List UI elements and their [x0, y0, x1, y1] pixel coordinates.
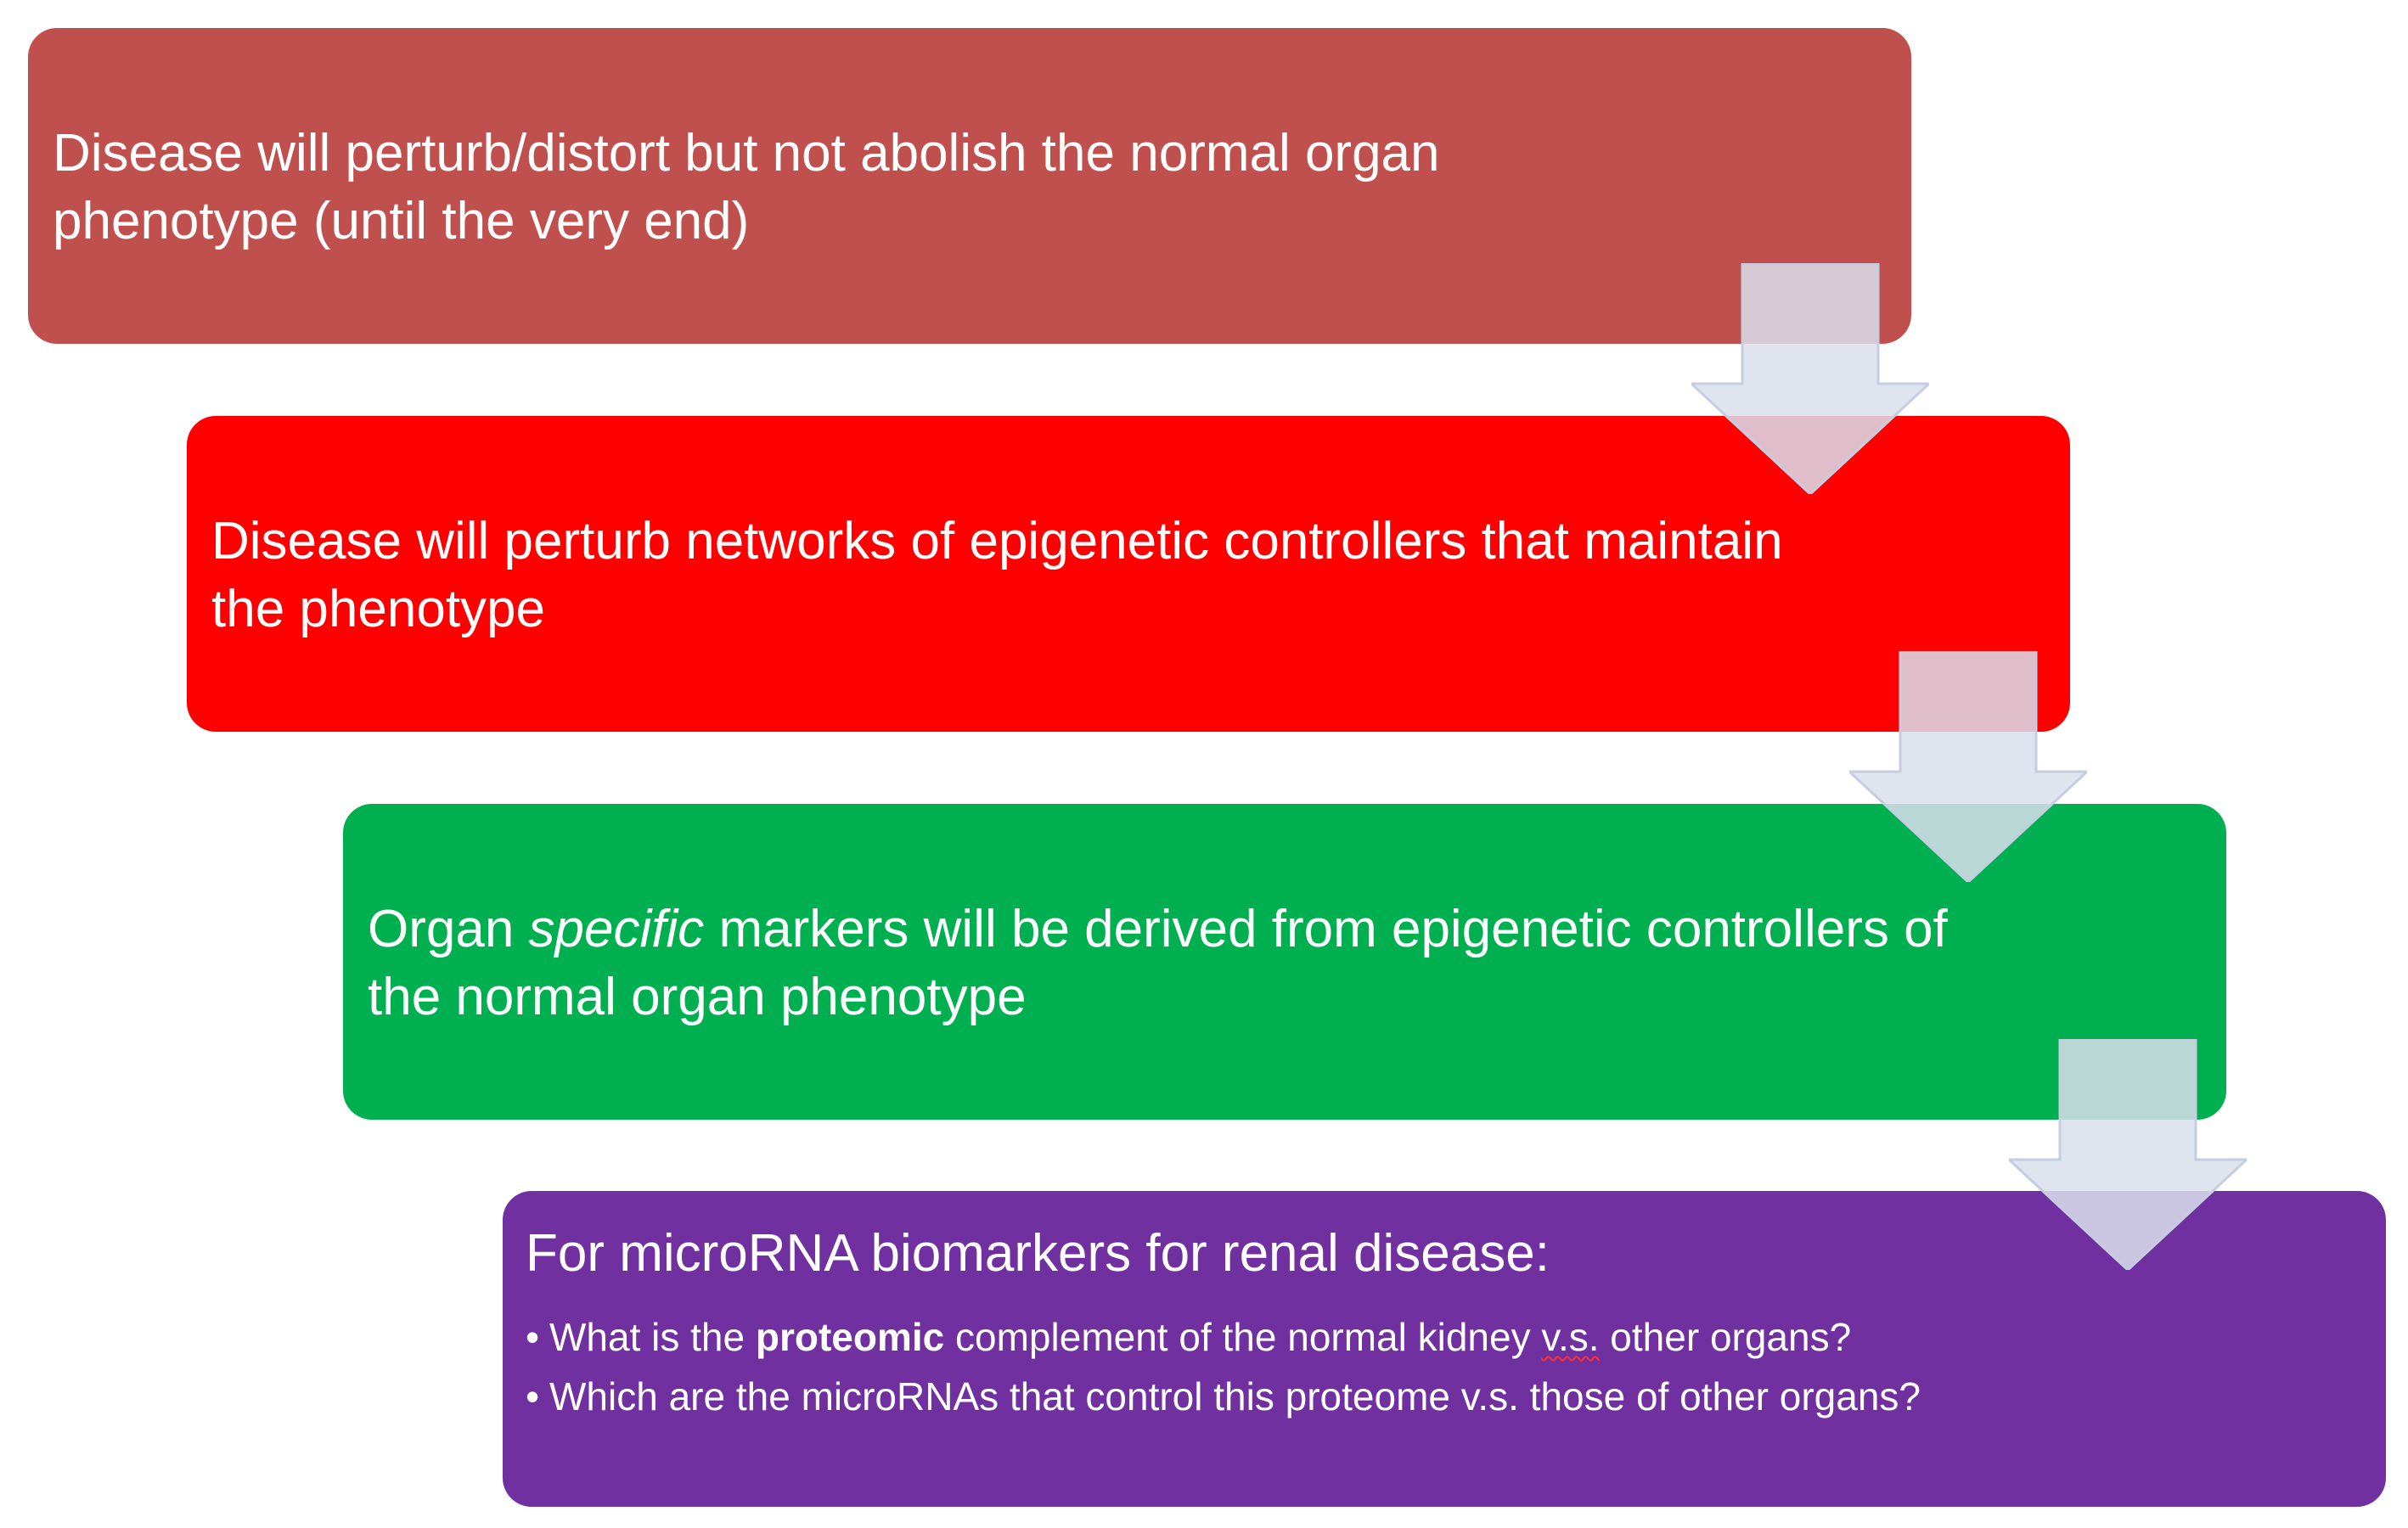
bullet-1-end: other organs?: [1599, 1315, 1852, 1359]
bullet-1-spellcheck-mark: v.s.: [1541, 1315, 1600, 1359]
bullet-1-middle: complement of the normal kidney: [944, 1315, 1542, 1359]
bullet-1-bold: proteomic: [755, 1315, 945, 1359]
down-arrow-icon: [1849, 651, 2087, 882]
down-arrow-icon: [2009, 1039, 2247, 1270]
step-1-text: Disease will perturb/distort but not abo…: [53, 124, 1440, 250]
bullet-1-start: What is the: [549, 1315, 756, 1359]
step-box-2: Disease will perturb networks of epigene…: [187, 416, 2070, 732]
step-3-text-start: Organ: [368, 900, 529, 958]
step-4-heading: For microRNA biomarkers for renal diseas…: [526, 1224, 1550, 1283]
down-arrow-icon: [1691, 263, 1929, 494]
step-box-4: For microRNA biomarkers for renal diseas…: [503, 1191, 2386, 1507]
step-3-text: Organ specific markers will be derived f…: [368, 896, 1981, 1031]
step-4-bullet-list: What is the proteomic complement of the …: [526, 1312, 2139, 1430]
step-3-text-end: markers will be derived from epigenetic …: [368, 900, 1948, 1026]
step-3-emphasis: specific: [528, 900, 705, 958]
step-box-3: Organ specific markers will be derived f…: [343, 804, 2226, 1120]
bullet-2-text: Which are the microRNAs that control thi…: [549, 1374, 1921, 1418]
bullet-item-1: What is the proteomic complement of the …: [526, 1312, 2139, 1362]
step-box-1: Disease will perturb/distort but not abo…: [28, 28, 1911, 344]
step-2-text: Disease will perturb networks of epigene…: [211, 512, 1783, 638]
bullet-item-2: Which are the microRNAs that control thi…: [526, 1371, 2139, 1422]
